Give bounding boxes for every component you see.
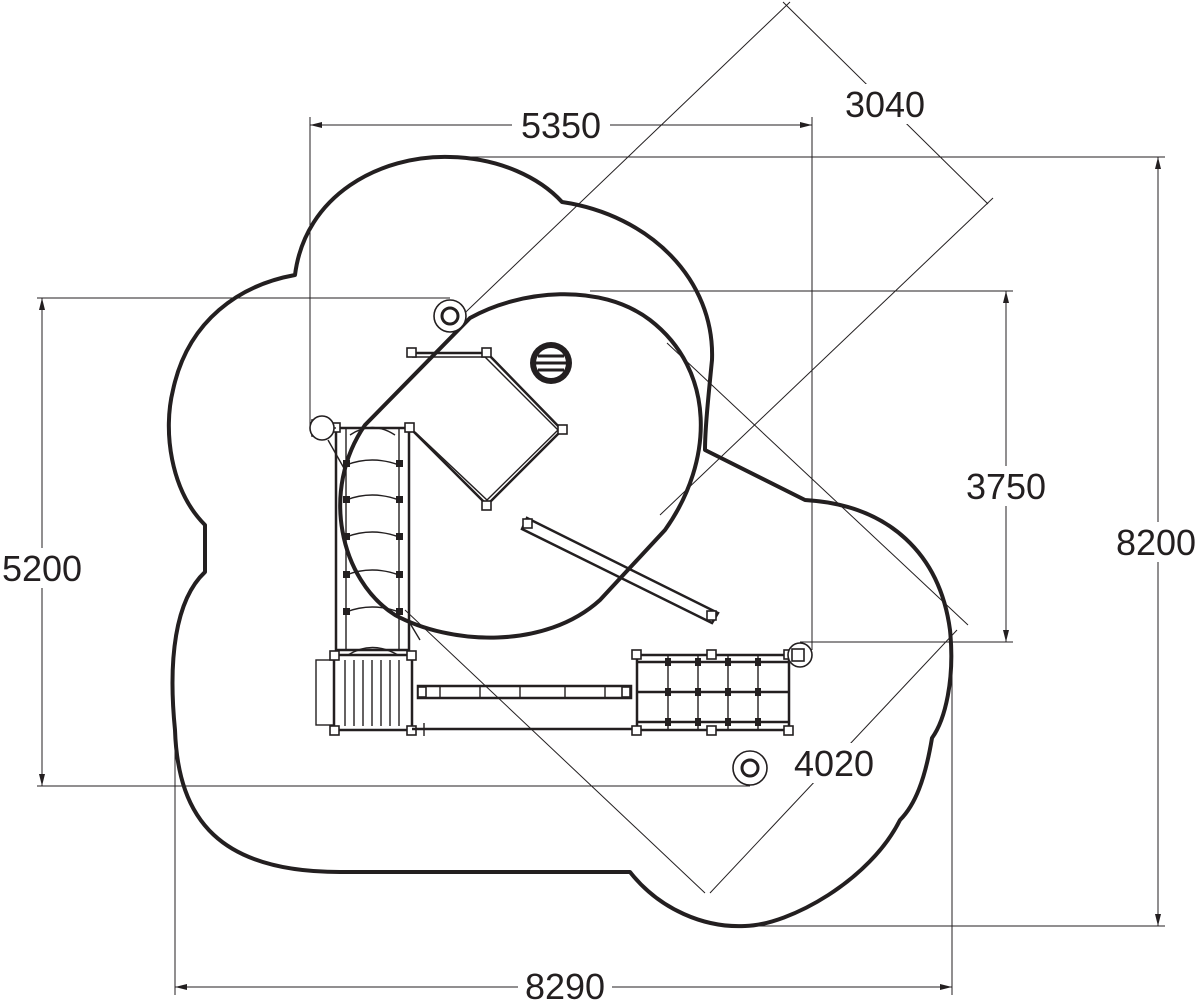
dimension-3750: 3750 — [590, 290, 1052, 643]
balance-beam — [520, 516, 720, 625]
stepping-post-top — [433, 299, 467, 333]
dimension-label-5350: 5350 — [521, 105, 601, 146]
dimension-label-8290: 8290 — [525, 966, 605, 1001]
dimension-8290: 8290 — [174, 640, 953, 1001]
stepping-post-right — [787, 642, 813, 668]
dimension-4020: 4020 — [404, 342, 969, 894]
tunnel-opening-icon — [530, 342, 572, 384]
dimension-label-5200: 5200 — [2, 548, 82, 589]
safety-zone-outline — [166, 154, 954, 929]
dimension-5350: 5350 — [309, 105, 813, 650]
deck-platform — [315, 650, 417, 736]
stepping-post-bottom — [732, 750, 768, 786]
climbing-frame — [406, 347, 568, 511]
dimension-5200: 5200 — [0, 297, 750, 787]
stepping-post-left — [309, 415, 335, 441]
inner-safety-zone — [338, 292, 703, 640]
dimension-8200: 8200 — [450, 156, 1200, 927]
dimension-3040: 3040 — [446, 1, 994, 516]
dimension-label-4020: 4020 — [794, 743, 874, 784]
dimension-label-8200: 8200 — [1116, 522, 1196, 563]
horizontal-bridge — [412, 684, 636, 736]
dimension-label-3750: 3750 — [966, 466, 1046, 507]
monkey-bars — [631, 649, 794, 736]
dimension-label-3040: 3040 — [845, 84, 925, 125]
